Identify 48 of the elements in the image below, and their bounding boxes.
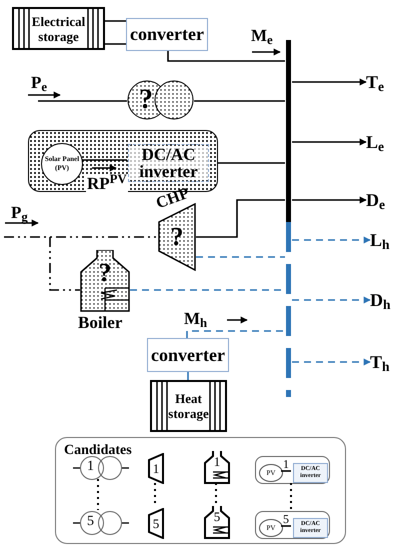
output-label: L$_{e}$ (366, 131, 396, 153)
converter-box: converter (147, 338, 229, 372)
output-label: L$_{h}$ (370, 229, 400, 251)
connector-line (281, 525, 291, 527)
connector-line (49, 237, 80, 291)
arrow (292, 296, 371, 304)
connector-line (4, 236, 158, 238)
connector-line (38, 100, 127, 102)
arrow (292, 358, 371, 366)
storage-box: Electrical storage (12, 7, 105, 50)
edge-label: 5 (282, 513, 290, 525)
output-label: T$_{e}$ (366, 71, 396, 93)
arrow (292, 138, 367, 146)
arrow (292, 196, 367, 204)
inverter-box: DC/AC inverter (128, 144, 209, 182)
pv-candidate-box (255, 511, 330, 539)
bus-bar (285, 222, 292, 397)
flow-label: P$_{e}$ (30, 74, 48, 91)
converter-box: converter (126, 18, 208, 51)
connector-line (290, 483, 292, 510)
connector-line (105, 20, 126, 22)
connector-line (187, 372, 189, 380)
connector-line (281, 470, 291, 472)
storage-box: Heat storage (150, 380, 227, 432)
arrow (292, 78, 367, 86)
connector-line (215, 483, 217, 505)
connector-line (218, 162, 285, 164)
connector-line (105, 43, 126, 45)
connector-line (97, 479, 99, 510)
edge-label: 1 (282, 458, 290, 470)
connector-line (196, 199, 285, 238)
connector-line (194, 100, 285, 102)
flow-label: RP$^{PV}$ (86, 175, 128, 192)
flow-label: M$_{e}$ (250, 27, 274, 44)
output-label: T$_{h}$ (370, 351, 400, 373)
pv-candidate-box (255, 456, 330, 484)
output-label: D$_{e}$ (366, 189, 396, 211)
boiler-label: Boiler (78, 314, 122, 331)
chp-icon: 5 (148, 508, 164, 539)
connector-line (186, 330, 285, 338)
flow-label: M$_{h}$ (183, 310, 208, 327)
connector-line (196, 256, 285, 258)
connector-line (167, 51, 285, 62)
chp-icon: 1 (148, 453, 164, 484)
bus-bar (285, 40, 292, 225)
arrow (292, 236, 371, 244)
connector-line (82, 159, 127, 161)
output-label: D$_{h}$ (370, 289, 400, 311)
